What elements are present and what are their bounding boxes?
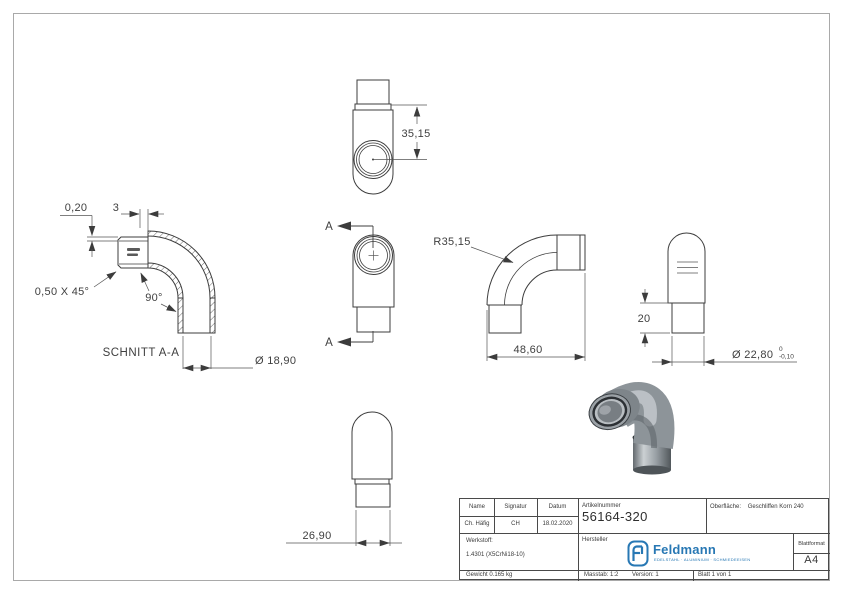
cut-label-bottom: A bbox=[325, 337, 333, 349]
name-value: Ch. Häfig bbox=[464, 521, 490, 527]
cut-line-a-a bbox=[337, 221, 374, 347]
section-caption: SCHNITT A-A bbox=[103, 347, 180, 359]
weight-value: Gewicht 0.165 kg bbox=[466, 572, 513, 578]
article-label: Artikelnummer bbox=[582, 503, 621, 509]
dim-top-height: 35,15 bbox=[401, 128, 430, 140]
dim-bottom-diameter: 26,90 bbox=[302, 530, 331, 542]
date-label: Datum bbox=[548, 504, 567, 510]
view-section: 0,20 3 0,50 X 45° 90° SCHNITT A-A Ø 18,9… bbox=[35, 202, 296, 372]
surface-label: Oberfläche: bbox=[710, 504, 742, 510]
dim-end-length: 20 bbox=[638, 313, 651, 325]
engraving-mark bbox=[127, 248, 140, 256]
version-value: Version: 1 bbox=[632, 572, 659, 578]
feldmann-logo-icon bbox=[627, 540, 649, 567]
dim-end-diameter: Ø 22,80 bbox=[732, 349, 773, 361]
dim-section-angle: 90° bbox=[145, 292, 163, 304]
cut-label-top: A bbox=[325, 221, 333, 233]
view-top: 35,15 bbox=[352, 79, 430, 195]
dim-section-diameter: Ø 18,90 bbox=[255, 355, 296, 367]
dim-end-tol-lower: -0,10 bbox=[779, 354, 794, 361]
format-label: Blattformat bbox=[798, 541, 825, 547]
view-bend: R35,15 48,60 bbox=[433, 234, 586, 361]
view-front: A A bbox=[325, 221, 395, 349]
manufacturer-label: Hersteller bbox=[582, 537, 608, 543]
logo-text: Feldmann bbox=[653, 542, 716, 557]
render-3d-elbow bbox=[588, 382, 675, 475]
view-bottom: 26,90 bbox=[286, 411, 402, 547]
surface-value: Geschliffen Korn 240 bbox=[747, 504, 804, 510]
feldmann-logo: Feldmann EDELSTAHL · ALUMINIUM · SCHMIED… bbox=[627, 540, 757, 567]
dim-end-tol-upper: 0 bbox=[779, 346, 783, 353]
name-label: Name bbox=[468, 504, 485, 510]
material-label: Werkstoff: bbox=[466, 538, 493, 544]
dim-bend-radius: R35,15 bbox=[433, 236, 470, 248]
title-block: Name Signatur Datum Ch. Häfig CH 18.02.2… bbox=[459, 498, 830, 581]
sheet-value: Blatt 1 von 1 bbox=[698, 572, 732, 578]
article-number: 56164-320 bbox=[582, 509, 648, 524]
logo-tagline: EDELSTAHL · ALUMINIUM · SCHMIEDEEISEN bbox=[654, 557, 751, 562]
material-value: 1.4301 (X5CrNi18-10) bbox=[466, 552, 525, 558]
signature-label: Signatur bbox=[504, 504, 527, 510]
date-value: 18.02.2020 bbox=[542, 521, 573, 527]
view-end: 20 Ø 22,80 0 -0,10 bbox=[638, 232, 797, 366]
format-value: A4 bbox=[804, 554, 819, 566]
scale-value: Masstab: 1:2 bbox=[584, 572, 619, 578]
note-chamfer: 0,50 X 45° bbox=[35, 286, 90, 298]
dim-section-wall: 3 bbox=[113, 202, 119, 214]
dim-section-offset: 0,20 bbox=[65, 202, 88, 214]
surface-row: Oberfläche: Geschliffen Korn 240 bbox=[710, 504, 804, 511]
page-frame bbox=[13, 13, 830, 581]
dim-bend-width: 48,60 bbox=[513, 344, 542, 356]
signature-value: CH bbox=[511, 521, 520, 527]
